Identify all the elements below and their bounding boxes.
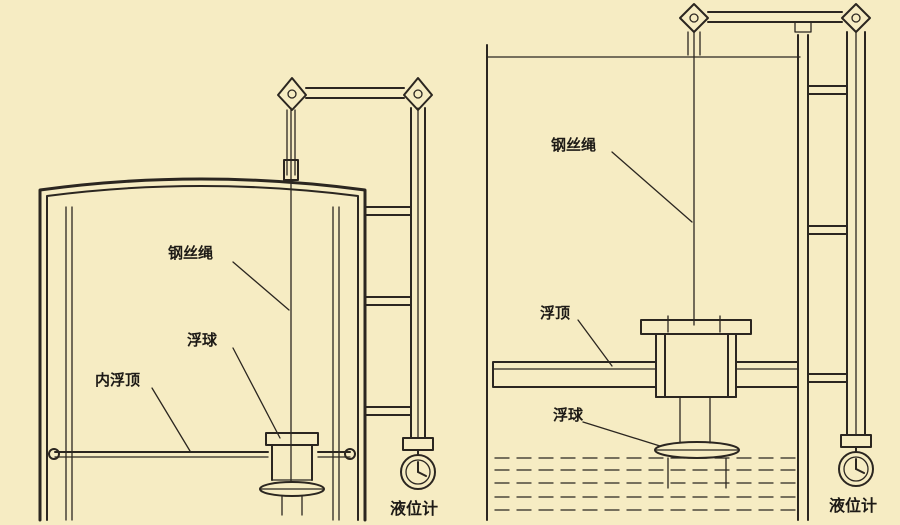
left-label-level-gauge: 液位计 <box>390 499 438 518</box>
left-bracket-1 <box>364 206 412 216</box>
left-label-float-ball: 浮球 <box>187 331 218 349</box>
right-bracket-2 <box>807 225 848 235</box>
right-floating-roof-left <box>492 361 657 388</box>
right-label-float-ball: 浮球 <box>553 406 584 424</box>
left-roof-seal-right <box>344 448 356 460</box>
right-float-well-flange <box>640 319 752 335</box>
right-leader-floating-roof <box>577 319 613 367</box>
left-tank-inner-wall <box>46 185 359 521</box>
right-label-wire-rope: 钢丝绳 <box>551 136 596 154</box>
left-label-wire-rope: 钢丝绳 <box>168 244 213 262</box>
left-pulley-right <box>403 77 433 111</box>
right-pulley-right <box>841 3 871 33</box>
left-tank: 钢丝绳 浮球 内浮顶 液位计 <box>38 77 438 522</box>
left-bracket-2 <box>364 296 412 306</box>
left-label-internal-floating-roof: 内浮顶 <box>95 371 140 389</box>
left-leader-floating-roof <box>151 387 191 452</box>
left-leader-float-ball <box>232 347 281 439</box>
right-bracket-3 <box>807 373 848 383</box>
left-leader-wire-rope <box>232 261 290 311</box>
left-pulley-left <box>277 77 307 111</box>
right-floating-roof-right <box>735 361 799 388</box>
left-float-well-flange <box>265 432 319 446</box>
left-roof-seal-left <box>48 448 60 460</box>
right-pulley-left <box>679 3 709 33</box>
right-label-floating-roof: 浮顶 <box>540 304 570 322</box>
right-tank: 钢丝绳 浮顶 浮球 液位计 <box>486 3 877 521</box>
right-label-level-gauge: 液位计 <box>829 496 877 515</box>
left-bracket-3 <box>364 406 412 416</box>
left-tank-outer-wall <box>38 177 367 522</box>
right-bracket-1 <box>807 85 848 95</box>
right-leader-wire-rope <box>611 151 693 223</box>
right-liquid <box>494 457 799 511</box>
right-leader-float-ball <box>582 421 661 447</box>
